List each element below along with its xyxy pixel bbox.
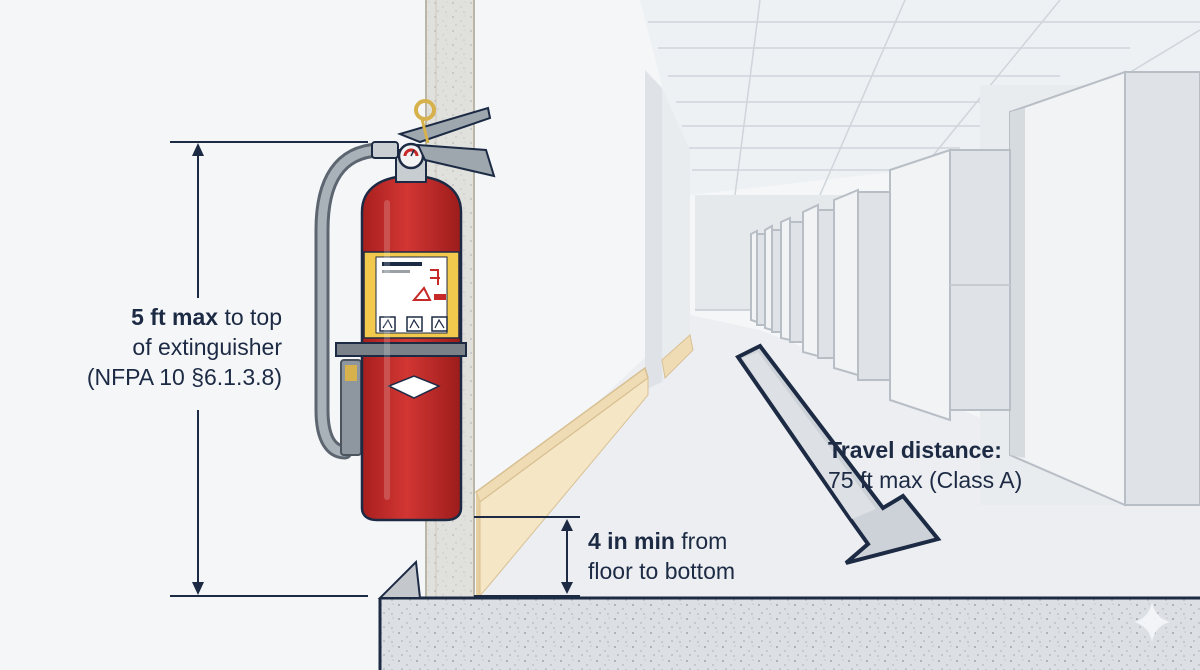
cubicle-partition: [833, 188, 891, 381]
clearance-dimension-line: [474, 516, 580, 597]
travel-direction-arrow-icon: [735, 343, 942, 565]
baseboard-end: [476, 492, 480, 596]
height-annotation-line2: of extinguisher: [132, 334, 282, 360]
height-annotation-line1-rest: to top: [218, 304, 282, 330]
cubicle-partitions: [750, 70, 1200, 507]
clearance-annotation-line1: 4 in min from: [588, 526, 735, 556]
travel-annotation-title-text: Travel distance:: [828, 437, 1002, 463]
height-annotation-line3: (NFPA 10 §6.1.3.8): [86, 364, 282, 390]
left-wall: [662, 88, 690, 382]
travel-annotation-line2: 75 ft max (Class A): [828, 467, 1023, 493]
clearance-value: 4 in min: [588, 528, 675, 554]
cubicle-partition: [1009, 70, 1200, 507]
sparkle-icon: [1134, 602, 1170, 642]
height-annotation: 5 ft max to top of extinguisher (NFPA 10…: [30, 302, 282, 392]
clearance-annotation: 4 in min from floor to bottom: [588, 526, 735, 586]
cubicle-partition: [889, 148, 1011, 422]
height-value: 5 ft max: [131, 304, 219, 330]
height-dimension-line: [170, 141, 368, 597]
far-baseboard: [661, 334, 694, 380]
left-wall-return: [645, 70, 662, 390]
floor-slab: [377, 559, 1200, 670]
height-annotation-line1: 5 ft max to top: [30, 302, 282, 332]
baseboard-face: [479, 377, 649, 598]
clearance-annotation-line1-rest: from: [674, 528, 728, 554]
cubicle-partition: [780, 216, 804, 343]
travel-annotation: Travel distance: 75 ft max (Class A): [828, 435, 1022, 495]
cubicle-partition: [802, 203, 835, 359]
cubicle-partition: [750, 229, 766, 326]
fire-extinguisher-icon: [314, 99, 496, 522]
travel-annotation-title: Travel distance:: [828, 435, 1022, 465]
cubicle-partition: [764, 224, 782, 333]
clearance-annotation-line2: floor to bottom: [588, 558, 736, 584]
